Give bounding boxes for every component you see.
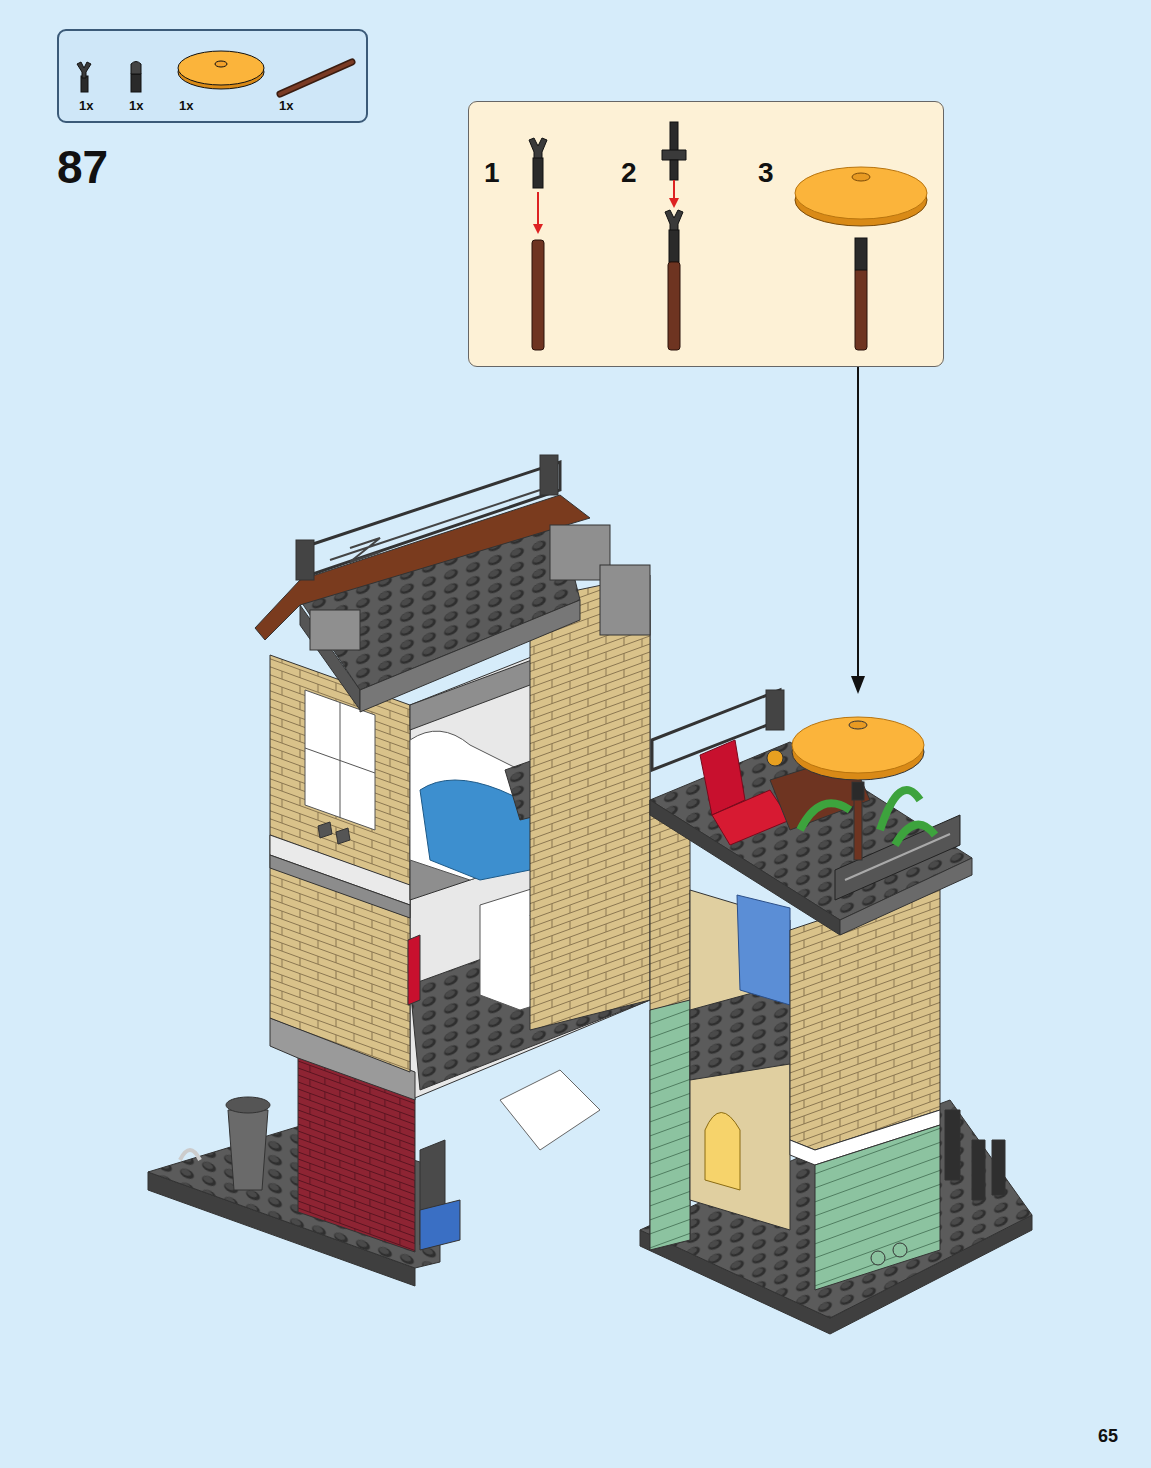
part-icons bbox=[178, 51, 264, 85]
model-building bbox=[420, 1200, 460, 1250]
part-count: 1x bbox=[129, 98, 143, 113]
panel-ground bbox=[57, 29, 944, 367]
model-building bbox=[792, 717, 924, 773]
model-building bbox=[530, 575, 650, 1030]
part-icons bbox=[131, 62, 141, 93]
step-number: 87 bbox=[57, 140, 108, 194]
inset-steps bbox=[855, 268, 867, 350]
model-building bbox=[815, 1125, 940, 1290]
sub-step-number: 1 bbox=[484, 157, 500, 189]
part-icons bbox=[77, 62, 91, 78]
inset-steps bbox=[669, 198, 679, 208]
model-building bbox=[540, 455, 558, 495]
panel-ground bbox=[57, 29, 368, 123]
sub-step-number: 2 bbox=[621, 157, 637, 189]
model-building bbox=[270, 855, 410, 918]
part-icons bbox=[280, 62, 352, 94]
part-icons bbox=[77, 51, 352, 94]
model-building bbox=[300, 605, 360, 710]
pointer-arrow bbox=[851, 367, 865, 694]
model-building bbox=[305, 748, 375, 773]
sub-assembly-panel: 1 2 3 bbox=[468, 101, 944, 367]
model-building bbox=[767, 750, 783, 766]
model-building bbox=[330, 490, 540, 562]
model-building bbox=[296, 540, 314, 580]
inset-steps bbox=[533, 224, 543, 234]
page-number: 65 bbox=[1098, 1426, 1118, 1447]
model-building bbox=[705, 1113, 740, 1191]
pointer-arrow bbox=[851, 676, 865, 694]
model-building bbox=[650, 1000, 690, 1250]
model-building bbox=[180, 1150, 200, 1160]
model-building bbox=[893, 1243, 907, 1257]
model-building bbox=[310, 462, 560, 575]
inset-steps bbox=[670, 160, 678, 180]
inset-steps bbox=[668, 262, 680, 350]
part-icons bbox=[131, 74, 141, 92]
model-building bbox=[270, 655, 410, 1072]
inset-steps bbox=[795, 167, 927, 219]
model-building bbox=[650, 800, 690, 1250]
inset-steps bbox=[529, 138, 547, 350]
inset-steps bbox=[532, 240, 544, 350]
inset-steps bbox=[662, 122, 686, 350]
inset-steps bbox=[852, 173, 870, 181]
inset-steps bbox=[673, 180, 675, 200]
part-icons bbox=[77, 62, 91, 92]
model-building bbox=[228, 1110, 268, 1190]
model-building bbox=[226, 1097, 270, 1113]
inset-steps bbox=[670, 122, 678, 152]
inset-steps bbox=[533, 158, 543, 188]
panel-ground bbox=[468, 101, 944, 367]
model-building bbox=[945, 1110, 1005, 1200]
model-building bbox=[852, 782, 864, 800]
model-building bbox=[800, 790, 935, 845]
model-building bbox=[600, 565, 650, 635]
model-building bbox=[305, 690, 375, 830]
parts-list-box: 1x 1x 1x 1x bbox=[57, 29, 368, 123]
model-building bbox=[500, 1070, 600, 1150]
model-building bbox=[310, 610, 360, 650]
pointer-arrow bbox=[857, 367, 859, 678]
part-count: 1x bbox=[279, 98, 293, 113]
inset-steps bbox=[529, 138, 547, 160]
model-building bbox=[148, 455, 1032, 1334]
part-icons bbox=[131, 62, 141, 75]
inset-steps bbox=[529, 122, 927, 350]
inset-steps bbox=[537, 192, 539, 226]
model-building bbox=[360, 600, 580, 712]
model-building bbox=[871, 1251, 885, 1265]
model-building bbox=[849, 721, 867, 729]
part-icons bbox=[215, 61, 227, 67]
model-building bbox=[766, 690, 784, 730]
inset-steps bbox=[662, 150, 686, 160]
inset-steps bbox=[665, 210, 683, 232]
model-building bbox=[737, 895, 790, 1005]
model-building bbox=[408, 935, 420, 1005]
sub-step-number: 3 bbox=[758, 157, 774, 189]
part-count: 1x bbox=[179, 98, 193, 113]
part-icons bbox=[178, 51, 264, 89]
inset-steps bbox=[855, 238, 867, 270]
part-count: 1x bbox=[79, 98, 93, 113]
part-icons bbox=[280, 62, 352, 94]
model-building bbox=[318, 822, 350, 844]
inset-steps bbox=[795, 167, 927, 350]
inset-steps bbox=[669, 230, 679, 262]
